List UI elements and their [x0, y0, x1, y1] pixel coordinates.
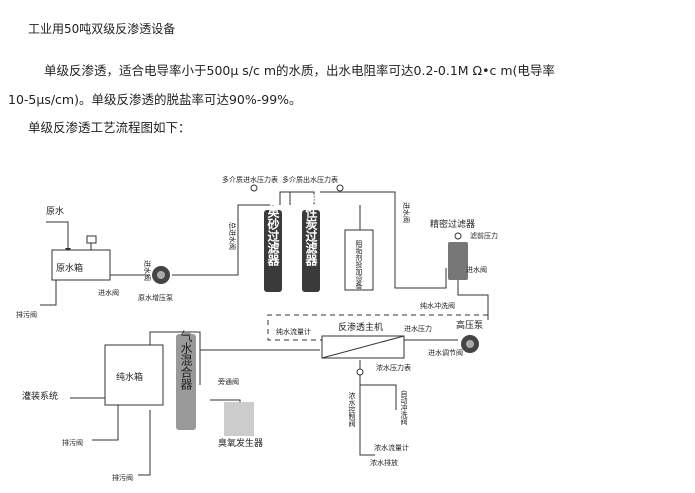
- pure-water-tank: [104, 344, 164, 406]
- intro-paragraph-3: 单级反渗透工艺流程图如下：: [28, 120, 191, 135]
- page-title: 工业用50吨双级反渗透设备: [28, 22, 176, 36]
- filter-pressure-label: 滤前压力: [470, 231, 498, 240]
- intro-paragraph-1: 单级反渗透，适合电导率小于500μ s/c m的水质，出水电阻率可达0.2-0.…: [44, 63, 555, 78]
- conc-drain-label: 浓水排放: [370, 458, 398, 467]
- inlet-valve-1-label: 进水阀: [98, 288, 119, 297]
- carbon-filter-label: 活性炭过滤器: [304, 193, 318, 267]
- gauge-icon: [454, 232, 462, 240]
- main-inlet-valve-label: 总进水阀: [228, 222, 237, 250]
- raw-water-label: 原水: [46, 205, 64, 217]
- multi-inlet-gauge-label: 多介质进水压力表: [222, 175, 278, 184]
- inlet-valve-3-label: 进水阀: [402, 202, 411, 223]
- filling-system-label: 灌装系统: [22, 390, 58, 402]
- quartz-filter-label: 石英砂过滤器: [266, 194, 280, 267]
- pure-tank-label: 纯水箱: [116, 371, 143, 383]
- ro-host-label: 反渗透主机: [338, 321, 383, 333]
- dosing-device-label: 阻垢剂投加设备: [355, 239, 363, 290]
- drain-valve-2-label: 排污阀: [62, 438, 83, 447]
- gas-water-mixer: [176, 334, 196, 430]
- multi-outlet-gauge-label: 多介质出水压力表: [282, 175, 338, 184]
- inlet-regulating-valve-label: 进水调节阀: [428, 348, 463, 357]
- bypass-valve-label: 旁通阀: [218, 377, 239, 386]
- pure-flush-valve-label: 纯水冲洗阀: [420, 301, 455, 310]
- intro-paragraph-2: 10-5μs/cm)。单级反渗透的脱盐率可达90%-99%。: [8, 92, 302, 107]
- drain-valve-3-label: 排污阀: [112, 473, 133, 482]
- raw-tank-label: 原水箱: [56, 262, 83, 274]
- inlet-valve-2-label: 进水阀: [143, 260, 152, 281]
- process-flow-diagram: 原水 原水箱 排污阀 进水阀 进水阀 原水增压泵 总进水阀 多介质进水压力表 多…: [16, 175, 498, 482]
- booster-pump-label: 原水增压泵: [138, 293, 173, 302]
- gauge-icon: [250, 184, 258, 192]
- activated-carbon-filter: [302, 210, 320, 292]
- mixer-label: 气水混合器: [179, 329, 193, 391]
- ozone-generator-label: 臭氧发生器: [218, 437, 263, 449]
- inlet-valve-4-label: 进水阀: [466, 265, 487, 274]
- high-pressure-pump-label: 高压泵: [456, 319, 483, 331]
- precision-filter: [448, 242, 468, 280]
- auto-flush-valve-label: 自动冲洗阀: [400, 389, 408, 426]
- inlet-pressure-label: 进水压力: [404, 324, 432, 333]
- pure-flow-meter-label: 纯水流量计: [276, 327, 311, 336]
- gauge-icon: [336, 184, 344, 192]
- gauge-icon: [356, 368, 364, 376]
- ozone-generator: [224, 402, 254, 436]
- drain-valve-1-label: 排污阀: [16, 310, 37, 319]
- precision-filter-label: 精密过滤器: [430, 218, 475, 230]
- conc-control-valve-label: 浓水控制阀: [348, 391, 356, 428]
- quartz-sand-filter: [264, 210, 282, 292]
- raw-water-tank: [51, 249, 111, 281]
- conc-flow-meter-label: 浓水流量计: [374, 443, 409, 452]
- conc-pressure-gauge-label: 浓水压力表: [376, 363, 411, 372]
- dosing-device: [344, 229, 374, 291]
